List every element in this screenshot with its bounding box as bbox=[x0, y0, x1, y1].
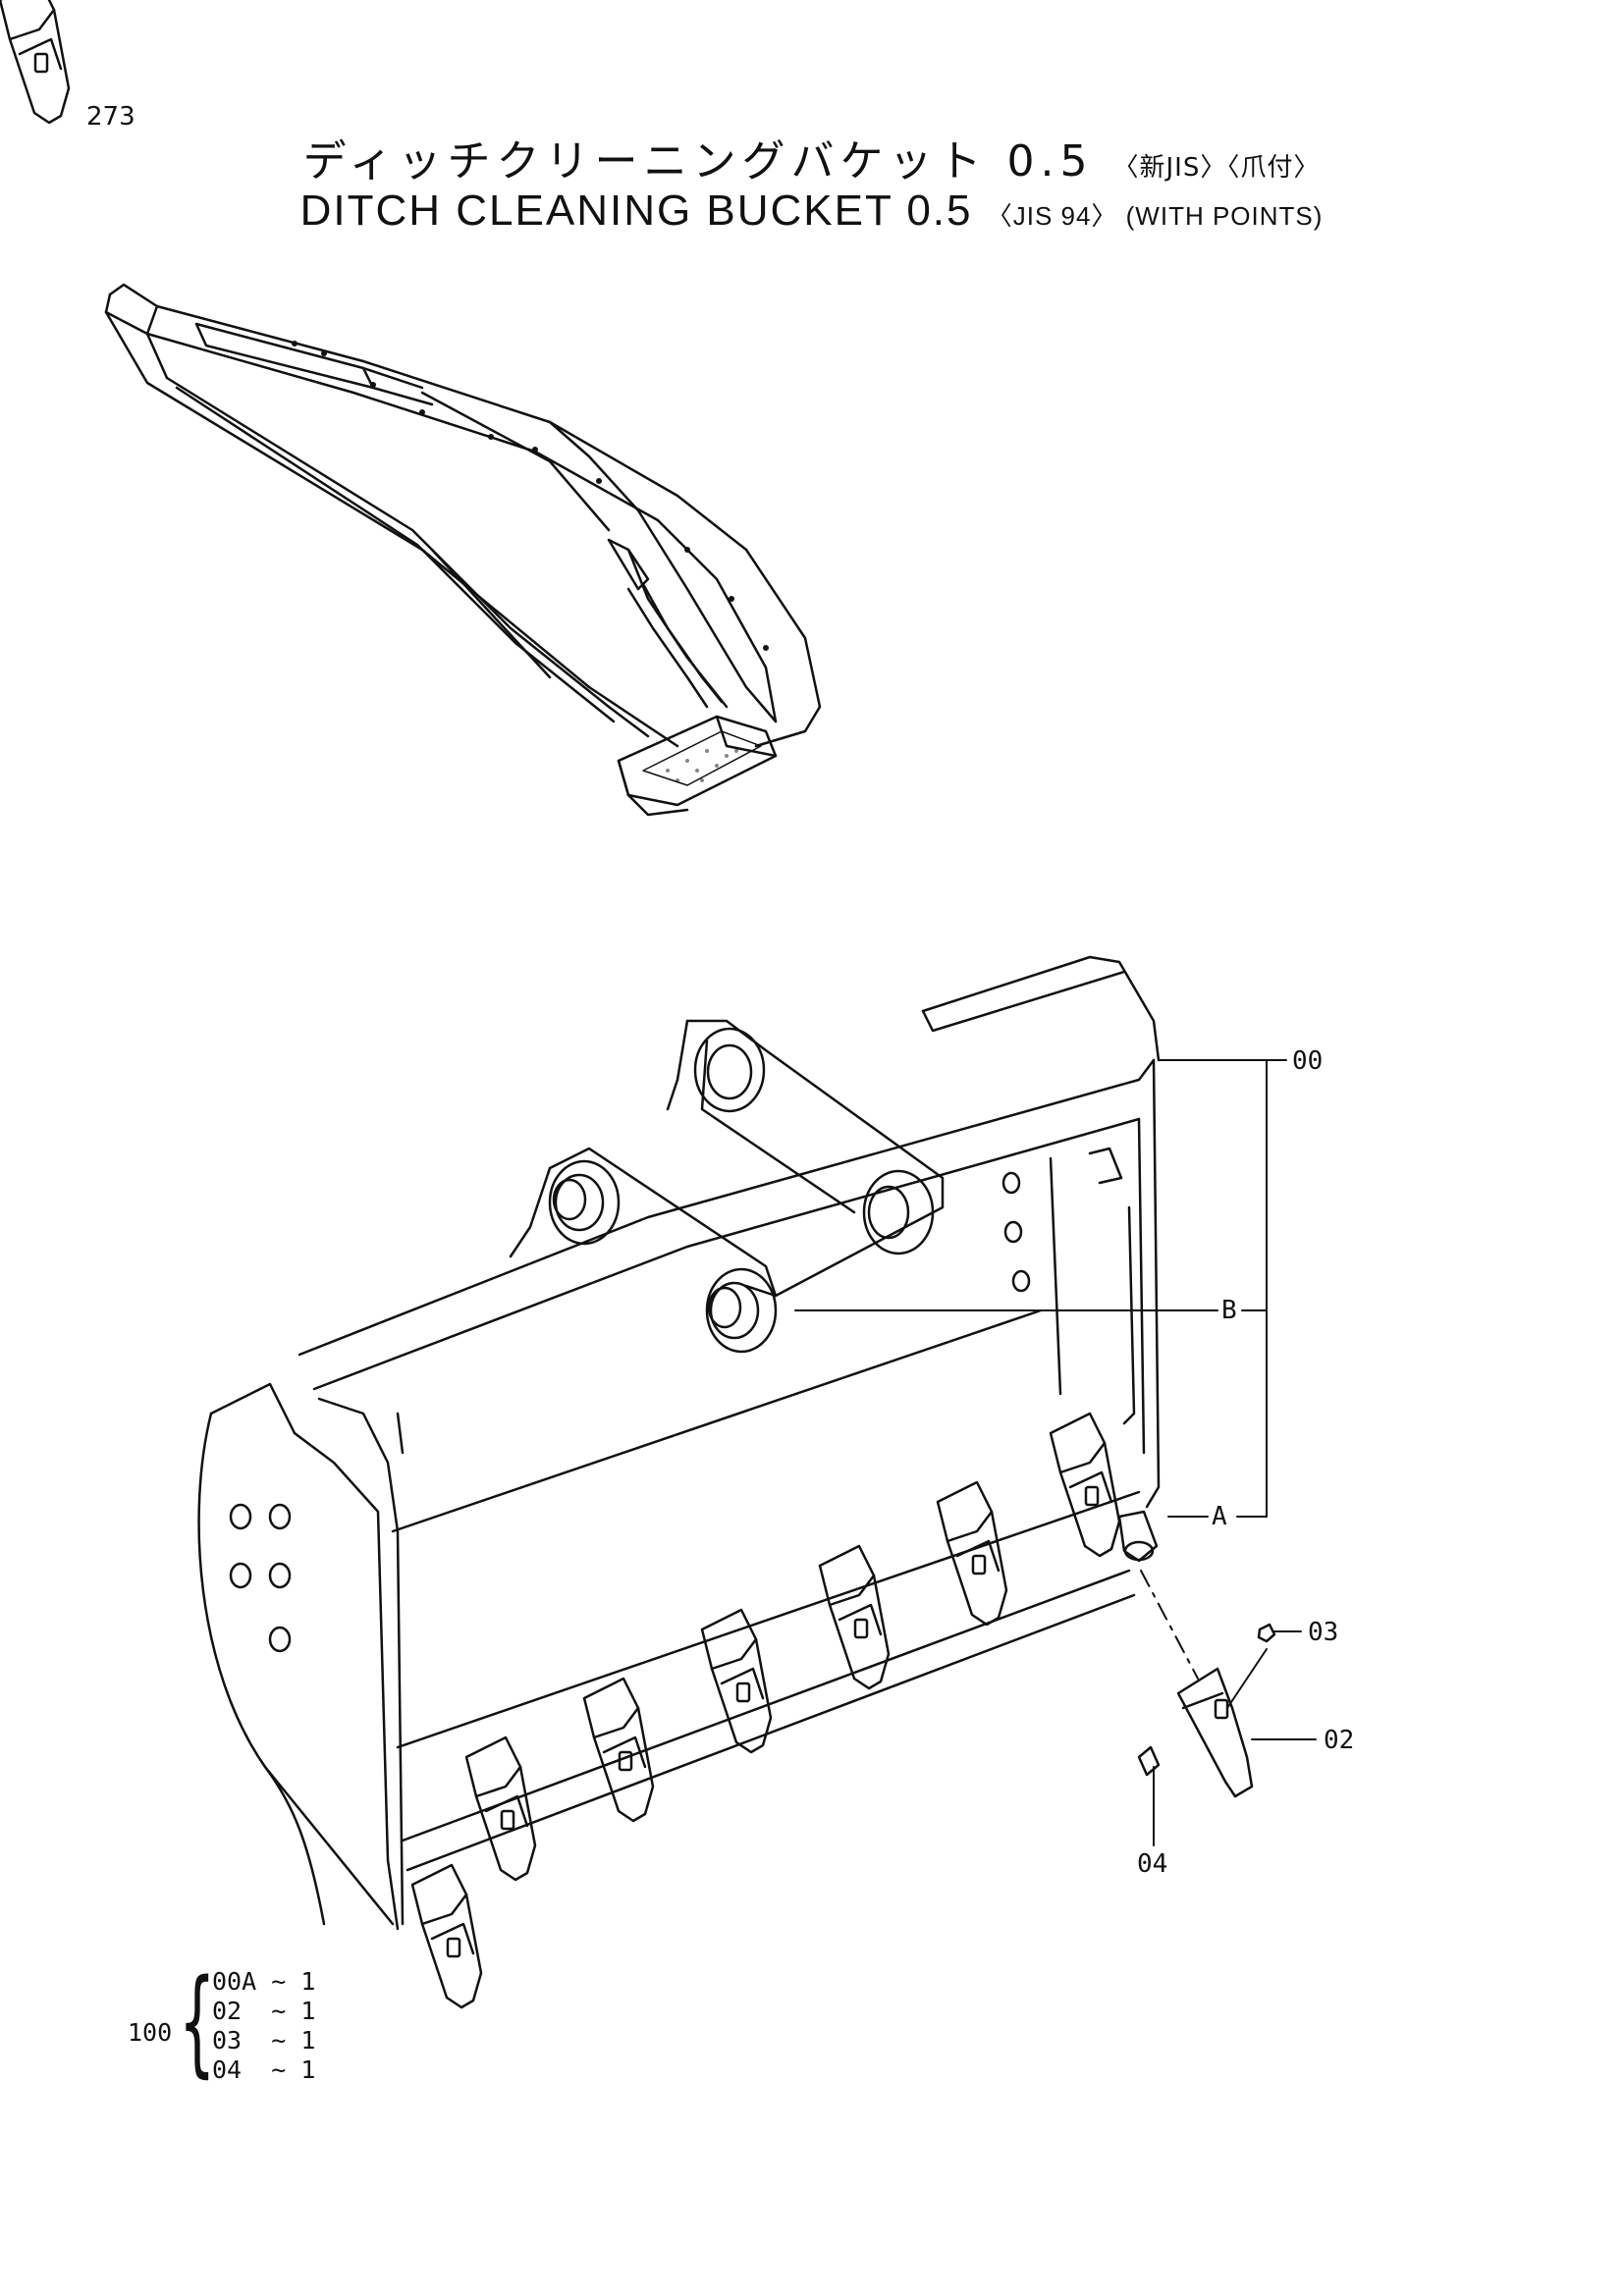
title-en-sub: 〈JIS 94〉 (WITH POINTS) bbox=[986, 201, 1324, 231]
callout-leaders bbox=[794, 1059, 1317, 1846]
exploded-axis-line bbox=[1140, 1570, 1199, 1680]
retaining-pin bbox=[1257, 1623, 1276, 1643]
kit-separator: ~ bbox=[271, 1997, 287, 2025]
callout-adapter: A bbox=[1212, 1502, 1227, 1531]
kit-row: 03 ~ 1 bbox=[212, 2026, 315, 2056]
bucket-tooth bbox=[0, 0, 71, 125]
kit-part: 03 bbox=[212, 2026, 243, 2055]
kit-part: 04 bbox=[212, 2056, 243, 2084]
kit-qty: 1 bbox=[300, 2026, 316, 2055]
kit-row: 04 ~ 1 bbox=[212, 2056, 315, 2085]
callout-assembly: 00 bbox=[1292, 1046, 1324, 1076]
title-english: DITCH CLEANING BUCKET 0.5 〈JIS 94〉 (WITH… bbox=[0, 187, 1623, 236]
lock-piece bbox=[1137, 1745, 1161, 1777]
kit-row: 00A ~ 1 bbox=[212, 1967, 315, 1997]
kit-part: 02 bbox=[212, 1997, 243, 2025]
bucket-illustration bbox=[0, 0, 1161, 1931]
kit-part: 00A bbox=[212, 1967, 257, 1996]
bucket-teeth-row bbox=[410, 1412, 1121, 2009]
callout-lock: 04 bbox=[1137, 1849, 1168, 1879]
tooth-adapter bbox=[1117, 1510, 1159, 1563]
kit-rows: 00A ~ 1 02 ~ 1 03 ~ 1 04 ~ 1 bbox=[212, 1967, 315, 2085]
callout-boss: B bbox=[1221, 1296, 1237, 1325]
kit-qty: 1 bbox=[300, 2056, 316, 2084]
excavator-arm-illustration bbox=[104, 283, 822, 817]
mounting-boss bbox=[548, 1027, 935, 1354]
callout-pin: 03 bbox=[1308, 1618, 1339, 1647]
title-jp-main: ディッチクリーニングバケット 0.5 bbox=[302, 136, 1094, 187]
kit-brace: { bbox=[179, 1953, 216, 2089]
tooth-point-exploded bbox=[1176, 1667, 1254, 1798]
title-jp-sub: 〈新JIS〉〈爪付〉 bbox=[1112, 153, 1321, 183]
title-en-main: DITCH CLEANING BUCKET 0.5 bbox=[299, 187, 973, 235]
kit-qty: 1 bbox=[300, 1997, 316, 2025]
kit-separator: ~ bbox=[271, 1967, 287, 1996]
title-japanese: ディッチクリーニングバケット 0.5 〈新JIS〉〈爪付〉 bbox=[0, 126, 1623, 188]
page-number: 273 bbox=[86, 102, 135, 132]
kit-qty: 1 bbox=[300, 1967, 316, 1996]
callout-point: 02 bbox=[1324, 1726, 1355, 1755]
kit-separator: ~ bbox=[271, 2056, 287, 2084]
kit-separator: ~ bbox=[271, 2026, 287, 2055]
kit-row: 02 ~ 1 bbox=[212, 1997, 315, 2026]
kit-number: 100 bbox=[128, 2018, 173, 2047]
